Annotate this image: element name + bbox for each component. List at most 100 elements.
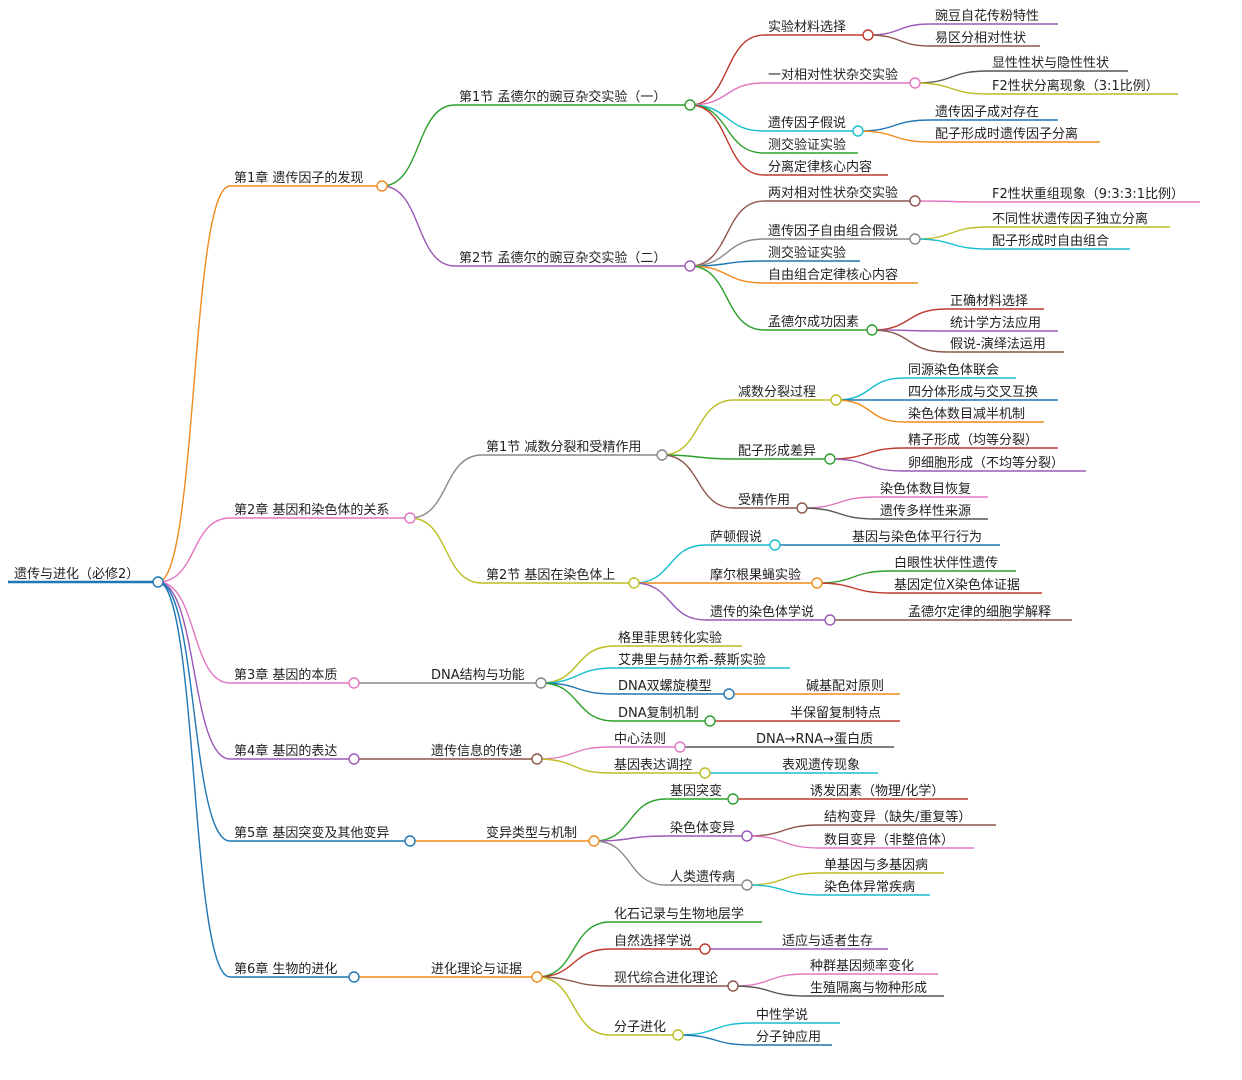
chapter-2-section-1-topic-2-leaf-1-link bbox=[829, 447, 905, 460]
chapter-1-section-2-topic-5-leaf-1-label: 正确材料选择 bbox=[950, 294, 1028, 309]
chapter-3-section-1-topic-4-collapse-toggle[interactable] bbox=[704, 715, 716, 727]
chapter-2-section-2-topic-1-collapse-toggle[interactable] bbox=[769, 539, 781, 551]
chapter-2-section-1-topic-3-leaf-1-link bbox=[801, 496, 877, 509]
chapter-3-section-1-topic-3-collapse-toggle[interactable] bbox=[723, 688, 735, 700]
chapter-2-section-1-topic-1-collapse-toggle[interactable] bbox=[830, 394, 842, 406]
chapter-1-section-1-topic-4-link bbox=[689, 104, 765, 154]
chapter-1-section-2-topic-4-label: 自由组合定律核心内容 bbox=[768, 267, 898, 283]
chapter-6-section-1-topic-2-label: 自然选择学说 bbox=[614, 933, 692, 949]
chapter-4-section-1-collapse-toggle[interactable] bbox=[531, 753, 543, 765]
chapter-2-section-1-topic-3-leaf-1-label: 染色体数目恢复 bbox=[880, 481, 971, 497]
chapter-2-section-1-topic-3-leaf-2-label: 遗传多样性来源 bbox=[880, 503, 971, 519]
chapter-1-section-1-topic-2-link bbox=[689, 82, 765, 106]
chapter-5-section-1-label: 变异类型与机制 bbox=[486, 825, 577, 841]
chapter-6-section-1-topic-3-link bbox=[536, 976, 611, 987]
chapter-2-section-1-collapse-toggle[interactable] bbox=[656, 449, 668, 461]
chapter-3-label: 第3章 基因的本质 bbox=[234, 667, 337, 683]
chapter-6-section-1-topic-4-collapse-toggle[interactable] bbox=[672, 1029, 684, 1041]
chapter-4-label: 第4章 基因的表达 bbox=[234, 743, 337, 759]
chapter-1-section-1-label: 第1节 孟德尔的豌豆杂交实验（一） bbox=[459, 89, 666, 105]
chapter-1-section-2-label: 第2节 孟德尔的豌豆杂交实验（二） bbox=[459, 250, 666, 266]
chapter-6-collapse-toggle[interactable] bbox=[348, 971, 360, 983]
root-topic-collapse-toggle[interactable] bbox=[152, 576, 164, 588]
chapter-2-section-1-topic-2-link bbox=[661, 454, 735, 460]
chapter-1-section-2-topic-5-leaf-3-label: 假说-演绎法运用 bbox=[950, 336, 1046, 352]
chapter-5-section-1-topic-1-collapse-toggle[interactable] bbox=[727, 793, 739, 805]
chapter-1-section-1-topic-1-label: 实验材料选择 bbox=[768, 19, 846, 35]
chapter-4-section-1-label: 遗传信息的传递 bbox=[431, 743, 522, 759]
chapter-6-section-1-topic-4-link bbox=[536, 976, 611, 1036]
chapter-3-section-1-topic-3-leaf-1-label: 碱基配对原则 bbox=[806, 679, 884, 694]
chapter-1-section-2-topic-2-collapse-toggle[interactable] bbox=[909, 233, 921, 245]
chapter-1-section-2-topic-1-collapse-toggle[interactable] bbox=[909, 195, 921, 207]
chapter-5-section-1-topic-3-collapse-toggle[interactable] bbox=[741, 879, 753, 891]
chapter-1-section-1-topic-1-collapse-toggle[interactable] bbox=[862, 29, 874, 41]
chapter-4-section-1-topic-1-collapse-toggle[interactable] bbox=[674, 741, 686, 753]
chapter-1-section-2-collapse-toggle[interactable] bbox=[684, 260, 696, 272]
chapter-5-section-1-topic-2-leaf-1-label: 结构变异（缺失/重复等） bbox=[824, 809, 971, 825]
chapter-3-collapse-toggle[interactable] bbox=[348, 677, 360, 689]
chapter-5-section-1-topic-2-collapse-toggle[interactable] bbox=[741, 830, 753, 842]
chapter-3-section-1-topic-3-label: DNA双螺旋模型 bbox=[618, 679, 712, 694]
chapter-1-section-1-topic-2-collapse-toggle[interactable] bbox=[909, 77, 921, 89]
chapter-2-collapse-toggle[interactable] bbox=[404, 512, 416, 524]
chapter-3-section-1-collapse-toggle[interactable] bbox=[535, 677, 547, 689]
chapter-6-link bbox=[157, 581, 231, 978]
chapter-2-section-1-topic-1-leaf-3-link bbox=[835, 399, 905, 423]
chapter-5-collapse-toggle[interactable] bbox=[404, 835, 416, 847]
chapter-4-link bbox=[157, 581, 231, 760]
chapter-6-section-1-topic-4-leaf-1-link bbox=[677, 1022, 753, 1036]
chapter-2-section-1-topic-2-leaf-2-link bbox=[829, 458, 905, 472]
chapter-1-section-1-topic-1-leaf-1-label: 豌豆自花传粉特性 bbox=[935, 8, 1039, 24]
chapter-6-section-1-collapse-toggle[interactable] bbox=[531, 971, 543, 983]
chapter-1-section-1-topic-3-leaf-1-link bbox=[857, 119, 932, 132]
chapter-1-section-1-topic-3-collapse-toggle[interactable] bbox=[852, 125, 864, 137]
chapter-2-section-1-topic-2-collapse-toggle[interactable] bbox=[824, 453, 836, 465]
chapter-2-section-1-link bbox=[409, 454, 483, 519]
chapter-2-section-1-topic-3-leaf-2-link bbox=[801, 507, 877, 520]
chapter-6-section-1-topic-1-label: 化石记录与生物地层学 bbox=[614, 906, 744, 922]
chapter-1-section-2-topic-3-label: 测交验证实验 bbox=[768, 245, 846, 261]
chapter-2-section-1-topic-3-collapse-toggle[interactable] bbox=[796, 502, 808, 514]
chapter-5-label: 第5章 基因突变及其他变异 bbox=[234, 825, 389, 841]
chapter-2-section-2-collapse-toggle[interactable] bbox=[628, 577, 640, 589]
chapter-1-section-1-topic-2-leaf-1-link bbox=[914, 70, 989, 84]
chapter-2-section-2-topic-2-label: 摩尔根果蝇实验 bbox=[710, 567, 801, 583]
chapter-1-section-1-topic-3-link bbox=[689, 104, 765, 132]
chapter-2-section-2-topic-3-collapse-toggle[interactable] bbox=[824, 614, 836, 626]
chapter-2-section-1-topic-1-leaf-1-link bbox=[835, 377, 905, 401]
chapter-6-section-1-label: 进化理论与证据 bbox=[431, 962, 522, 977]
root-topic-label: 遗传与进化（必修2） bbox=[14, 567, 139, 582]
chapter-4-section-1-topic-2-label: 基因表达调控 bbox=[614, 758, 692, 773]
chapter-2-section-2-topic-2-collapse-toggle[interactable] bbox=[811, 577, 823, 589]
chapter-5-section-1-topic-3-leaf-2-link bbox=[746, 884, 821, 896]
chapter-4-section-1-topic-2-leaf-1-label: 表观遗传现象 bbox=[782, 758, 860, 773]
chapter-1-section-1-collapse-toggle[interactable] bbox=[684, 99, 696, 111]
chapter-5-section-1-collapse-toggle[interactable] bbox=[588, 835, 600, 847]
chapter-3-section-1-label: DNA结构与功能 bbox=[431, 668, 525, 683]
chapter-6-section-1-topic-2-collapse-toggle[interactable] bbox=[699, 943, 711, 955]
chapter-1-section-2-topic-5-collapse-toggle[interactable] bbox=[866, 324, 878, 336]
chapter-4-section-1-topic-1-label: 中心法则 bbox=[614, 732, 666, 747]
chapter-1-section-2-topic-2-leaf-2-label: 配子形成时自由组合 bbox=[992, 234, 1109, 249]
chapter-3-section-1-topic-4-link bbox=[540, 682, 615, 722]
chapter-3-section-1-topic-1-label: 格里菲思转化实验 bbox=[618, 630, 722, 646]
chapter-5-section-1-topic-3-link bbox=[593, 840, 667, 886]
chapter-1-section-1-link bbox=[381, 104, 456, 187]
chapter-1-collapse-toggle[interactable] bbox=[376, 180, 388, 192]
chapter-5-section-1-topic-2-leaf-1-link bbox=[746, 824, 821, 837]
chapter-6-section-1-topic-3-leaf-2-label: 生殖隔离与物种形成 bbox=[810, 980, 927, 996]
chapter-5-link bbox=[157, 581, 231, 842]
chapter-2-section-2-topic-2-leaf-2-link bbox=[816, 582, 891, 594]
chapter-2-section-2-topic-3-link bbox=[633, 582, 707, 621]
chapter-6-section-1-topic-2-leaf-1-label: 适应与适者生存 bbox=[782, 933, 873, 949]
chapter-5-section-1-topic-2-label: 染色体变异 bbox=[670, 820, 735, 836]
chapter-4-collapse-toggle[interactable] bbox=[348, 753, 360, 765]
chapter-4-section-1-topic-2-collapse-toggle[interactable] bbox=[699, 767, 711, 779]
chapter-6-section-1-topic-3-collapse-toggle[interactable] bbox=[727, 980, 739, 992]
chapter-1-section-2-topic-5-link bbox=[689, 265, 765, 331]
chapter-4-section-1-topic-1-leaf-1-label: DNA→RNA→蛋白质 bbox=[756, 731, 873, 747]
chapter-6-section-1-topic-4-leaf-2-label: 分子钟应用 bbox=[756, 1029, 821, 1045]
chapter-5-section-1-topic-1-leaf-1-label: 诱发因素（物理/化学） bbox=[810, 783, 944, 799]
chapter-6-section-1-topic-3-leaf-2-link bbox=[732, 985, 807, 997]
